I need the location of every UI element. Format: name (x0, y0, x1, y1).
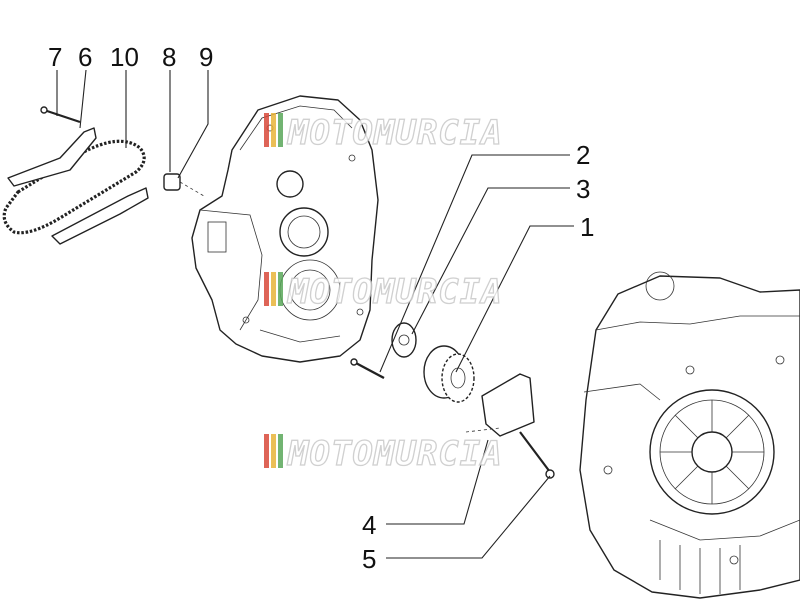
watermark-middle: MOTOMURCIA (264, 271, 503, 313)
watermark-text: MOTOMURCIA (287, 272, 503, 312)
watermark-top: MOTOMURCIA (264, 112, 503, 154)
callout-9: 9 (199, 42, 213, 72)
callout-6: 6 (78, 42, 92, 72)
oil-pump-assembly (350, 322, 555, 479)
watermark-text: MOTOMURCIA (287, 113, 503, 153)
leader-5 (386, 475, 551, 559)
leader-3 (411, 187, 570, 335)
watermark-stripe-yellow (271, 272, 276, 306)
crankcase-left (191, 95, 379, 363)
watermark-stripe-red (264, 434, 269, 468)
watermark-stripe-green (278, 434, 283, 468)
callout-1: 1 (580, 212, 594, 242)
callout-4: 4 (362, 510, 376, 540)
callout-5: 5 (362, 544, 376, 574)
callout-3: 3 (576, 174, 590, 204)
callout-7: 7 (48, 42, 62, 72)
leader-lines (56, 69, 574, 559)
crankcase-right (579, 271, 800, 599)
callout-10: 10 (110, 42, 139, 72)
leader-9 (177, 70, 209, 179)
callout-2: 2 (576, 140, 590, 170)
callout-labels: 7 6 10 8 9 2 3 1 4 5 (48, 42, 594, 574)
watermark-bottom: MOTOMURCIA (264, 433, 503, 475)
watermark-stripe-green (278, 272, 283, 306)
callout-8: 8 (162, 42, 176, 72)
watermark-stripe-yellow (271, 434, 276, 468)
watermark-text: MOTOMURCIA (287, 434, 503, 474)
leader-4 (386, 439, 489, 525)
watermark-stripe-green (278, 113, 283, 147)
leader-1 (455, 225, 574, 373)
leader-6 (79, 69, 87, 129)
leader-2 (379, 154, 570, 373)
watermark-stripe-yellow (271, 113, 276, 147)
watermark-stripe-red (264, 113, 269, 147)
timing-chain-assembly (2, 106, 205, 245)
watermark-stripe-red (264, 272, 269, 306)
